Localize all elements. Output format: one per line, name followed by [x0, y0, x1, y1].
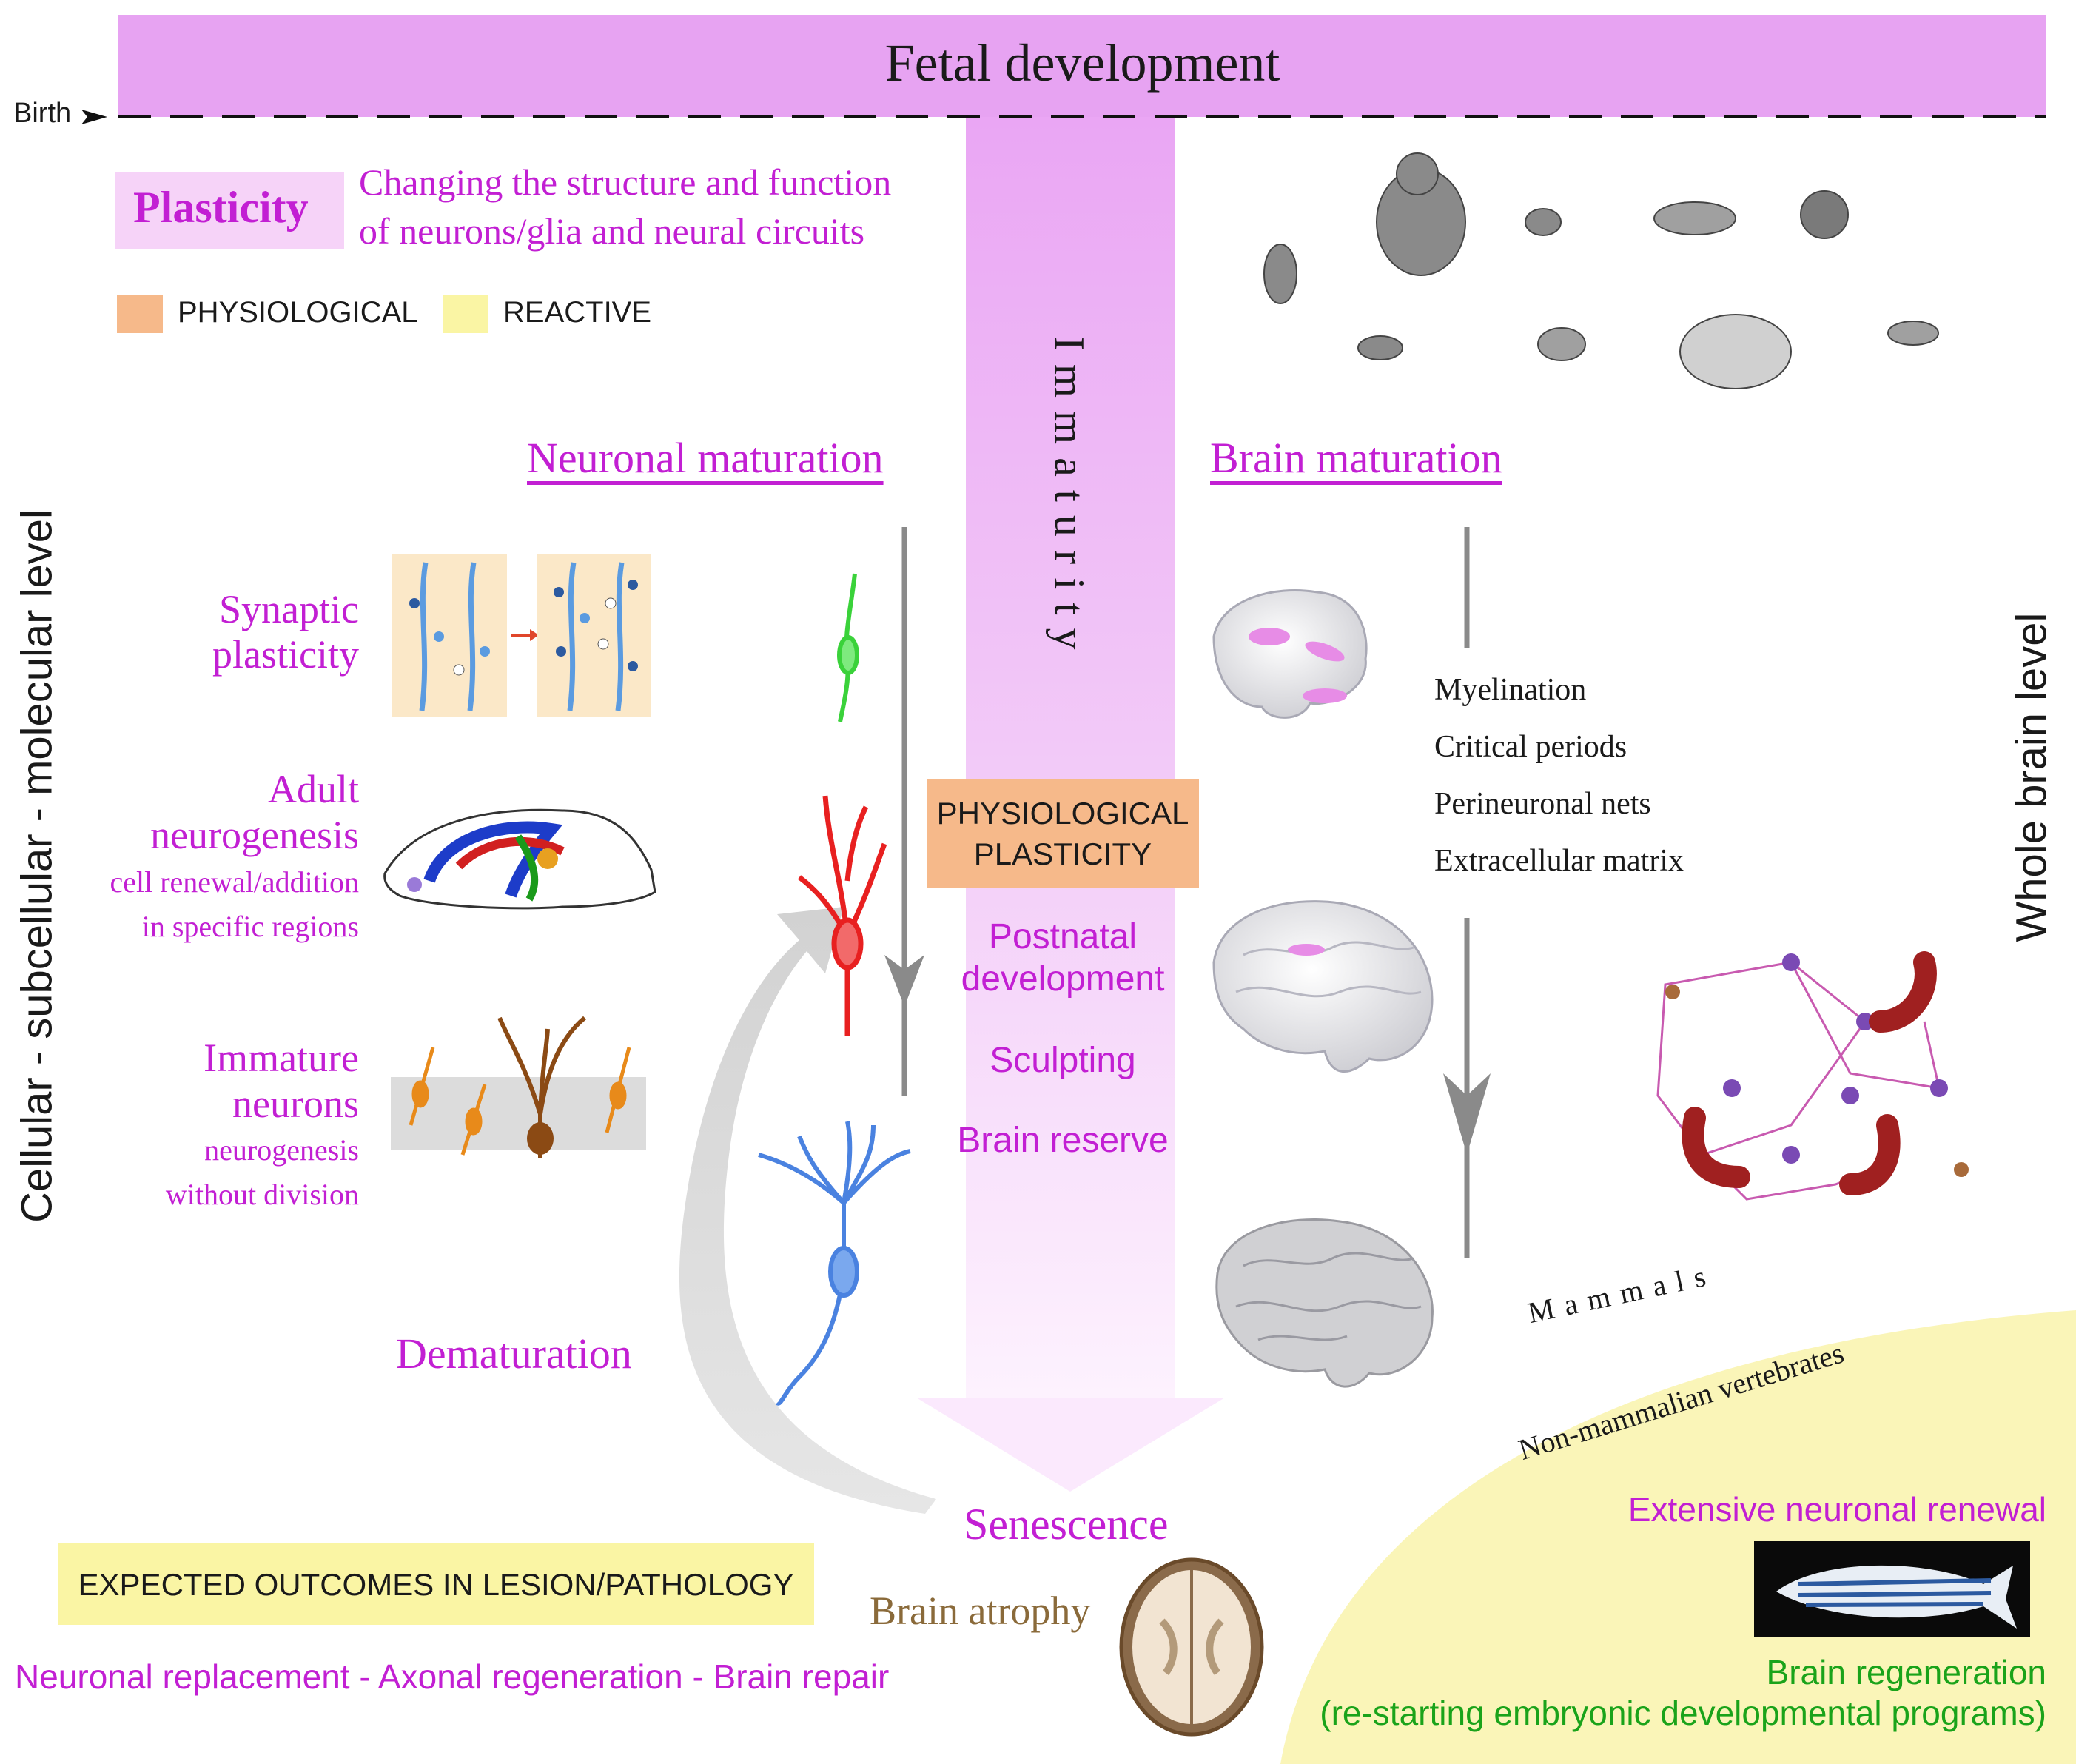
postnatal-line-1: Postnatal — [988, 917, 1138, 956]
immaturity-label: Immaturity — [1045, 336, 1094, 663]
brain-maturation-arrow — [1443, 527, 1491, 1258]
physio-box-line-2: PLASTICITY — [973, 836, 1152, 871]
birth-label: Birth — [13, 98, 72, 129]
maturation-item-myelination: Myelination — [1434, 673, 1587, 707]
plasticity-label: Plasticity — [133, 183, 309, 232]
plasticity-def-1: Changing the structure and function — [359, 161, 892, 203]
brain-reserve-label: Brain reserve — [957, 1121, 1169, 1160]
physiological-plasticity-box — [927, 779, 1199, 888]
neuron-red-icon — [797, 795, 887, 1036]
immaturity-column — [916, 117, 1225, 1492]
fetal-banner — [118, 15, 2046, 117]
immature-neurons-icon — [391, 1016, 646, 1158]
maturation-item-critical: Critical periods — [1434, 730, 1627, 764]
legend-physio-label: PHYSIOLOGICAL — [178, 296, 418, 329]
regeneration-detail-label: (re-starting embryonic developmental pro… — [1320, 1694, 2046, 1732]
adult-sub-1: cell renewal/addition — [110, 865, 359, 899]
neuron-maturation-arrow — [884, 527, 924, 1096]
synaptic-label-2: plasticity — [212, 632, 359, 677]
non-mammalian-region — [1280, 1310, 2076, 1764]
immature-label-1: Immature — [204, 1036, 359, 1080]
adult-label-1: Adult — [267, 767, 359, 811]
brain-icon-medium — [1212, 900, 1434, 1073]
adult-sub-2: in specific regions — [141, 910, 359, 943]
synaptic-label-1: Synaptic — [219, 587, 359, 631]
immature-sub-1: neurogenesis — [204, 1133, 359, 1167]
physio-box-line-1: PHYSIOLOGICAL — [936, 796, 1189, 831]
dematuration-label: Dematuration — [396, 1329, 632, 1378]
maturation-item-ecm: Extracellular matrix — [1434, 844, 1684, 878]
zebrafish-icon — [1754, 1541, 2030, 1637]
neuronal-renewal-label: Extensive neuronal renewal — [1627, 1490, 2046, 1529]
plasticity-def-2: of neurons/glia and neural circuits — [359, 210, 865, 252]
legend-physio-swatch — [117, 295, 163, 333]
brain-icon-small — [1212, 589, 1368, 719]
animals-icon — [1263, 152, 1939, 389]
sculpting-label: Sculpting — [990, 1041, 1136, 1080]
outcomes-box-label: EXPECTED OUTCOMES IN LESION/PATHOLOGY — [78, 1567, 794, 1602]
brain-regeneration-label: Brain regeneration — [1766, 1653, 2046, 1691]
brain-icon-large — [1215, 1218, 1434, 1388]
outcomes-box — [58, 1543, 814, 1625]
dematuration-arrow — [679, 907, 936, 1514]
maturation-item-pnn: Perineuronal nets — [1434, 787, 1651, 821]
adult-label-2: neurogenesis — [150, 813, 359, 857]
synapse-arrow-icon — [511, 629, 539, 641]
mouse-brain-icon — [383, 808, 656, 910]
legend-reactive-swatch — [443, 295, 488, 333]
outcomes-list: Neuronal replacement - Axonal regenerati… — [15, 1657, 890, 1696]
immature-sub-2: without division — [165, 1178, 359, 1211]
birth-arrow-icon — [81, 110, 107, 124]
neuron-blue-icon — [758, 1121, 911, 1406]
left-axis-label: Cellular - subcellular - molecular level — [13, 509, 61, 1223]
brain-maturation-title: Brain maturation — [1210, 434, 1502, 482]
brain-atrophy-icon — [1119, 1557, 1264, 1737]
brain-atrophy-label: Brain atrophy — [870, 1589, 1091, 1633]
postnatal-line-2: development — [961, 959, 1165, 999]
glia-network-icon — [1656, 951, 1969, 1201]
plasticity-badge — [115, 172, 344, 249]
legend-reactive-label: REACTIVE — [503, 296, 652, 329]
right-axis-label: Whole brain level — [2007, 612, 2056, 942]
senescence-label: Senescence — [964, 1500, 1169, 1549]
neuron-green-icon — [837, 573, 859, 722]
synapse-panel-before — [392, 554, 507, 717]
synapse-panel-after — [537, 554, 651, 717]
neuronal-maturation-title: Neuronal maturation — [527, 434, 884, 482]
page-title: Fetal development — [884, 33, 1280, 93]
immature-label-2: neurons — [232, 1081, 359, 1126]
